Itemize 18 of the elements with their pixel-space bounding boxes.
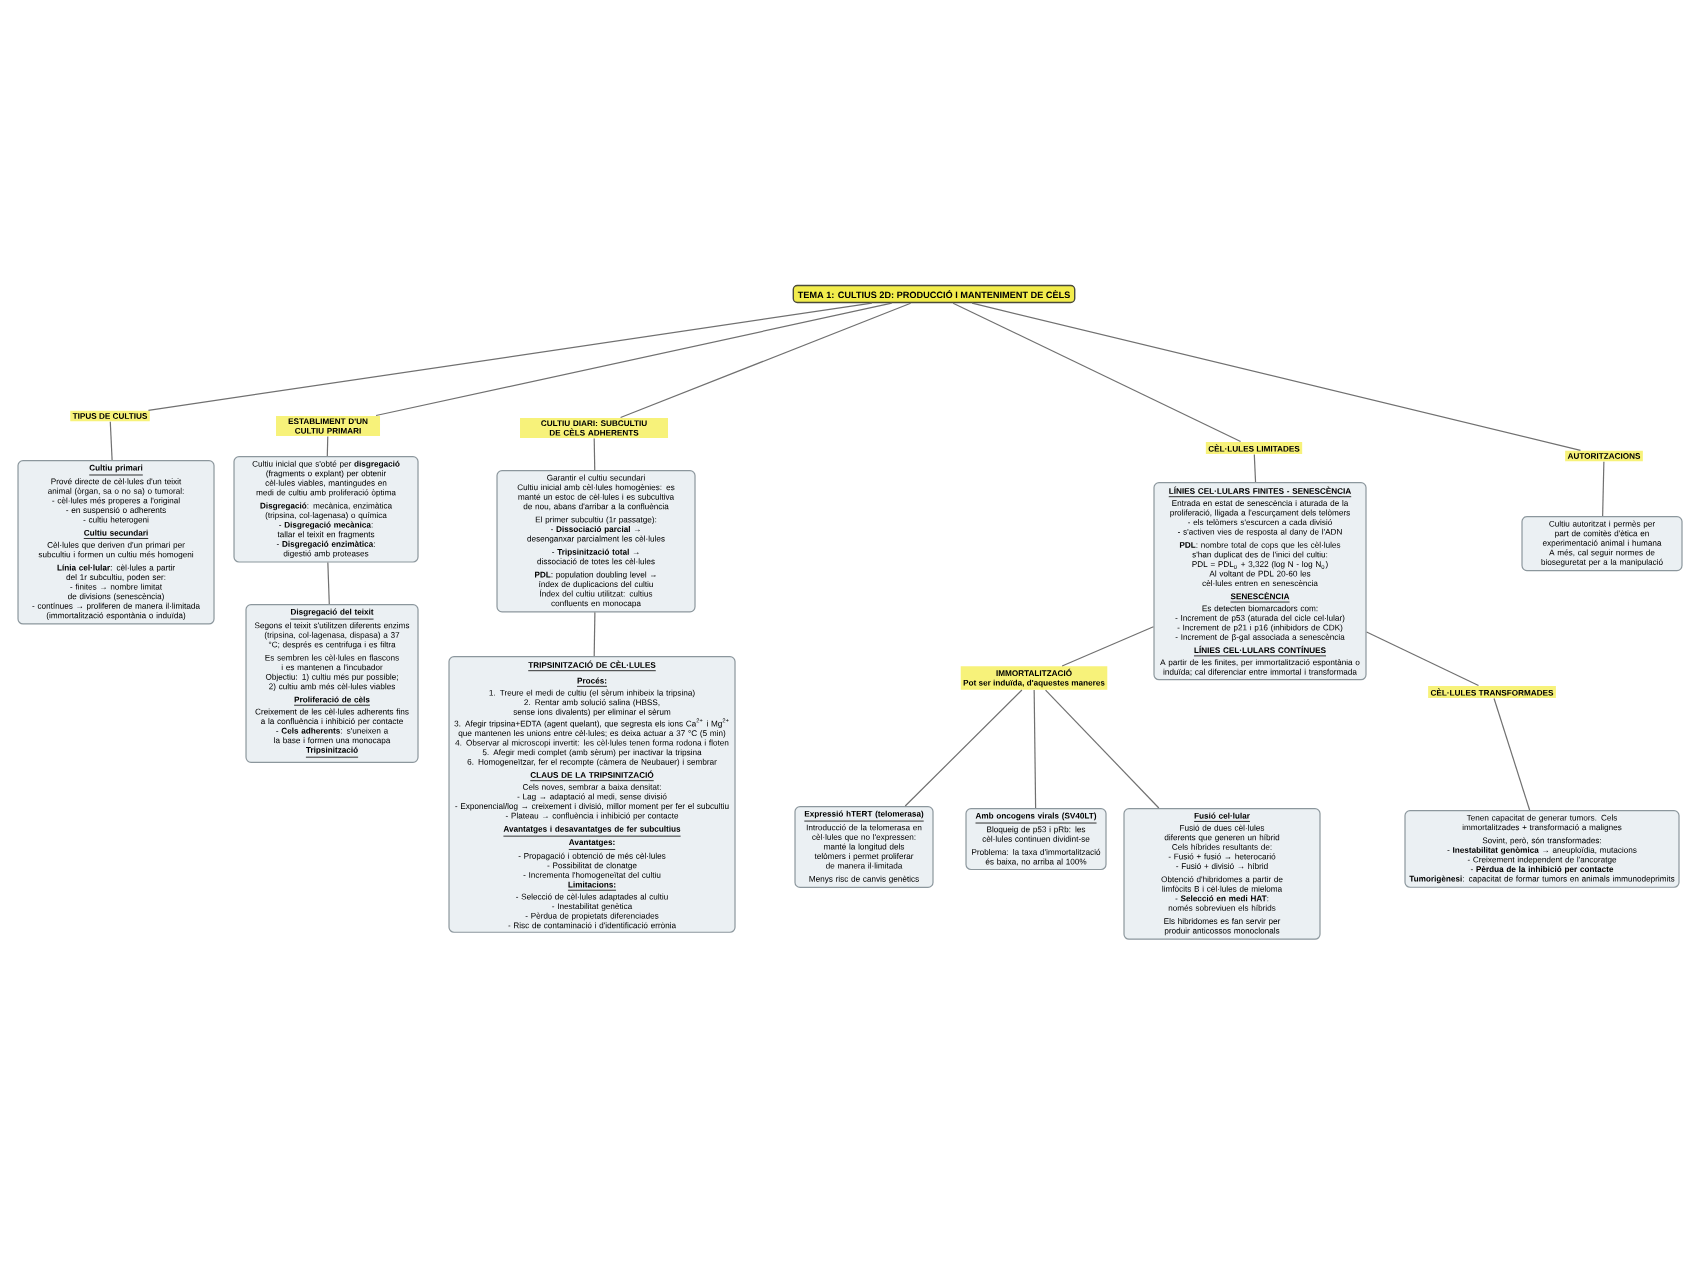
connector-line <box>619 302 912 419</box>
connector-line <box>904 689 1023 807</box>
connector-line <box>593 611 596 657</box>
connector-line <box>1493 697 1531 811</box>
connector-line <box>971 302 1582 451</box>
connector-line <box>1253 453 1257 483</box>
connector-line <box>593 437 596 471</box>
connector-line <box>327 562 330 605</box>
connector-line <box>147 302 873 411</box>
connector-line <box>1044 689 1160 809</box>
connector-line <box>1061 626 1154 667</box>
connector-line <box>109 421 113 461</box>
connector-line <box>1602 461 1605 517</box>
connector-line <box>952 302 1242 443</box>
connector-line <box>1033 689 1037 809</box>
connector-line <box>375 302 893 417</box>
connector-line <box>1366 631 1480 687</box>
connector-line <box>326 435 329 457</box>
